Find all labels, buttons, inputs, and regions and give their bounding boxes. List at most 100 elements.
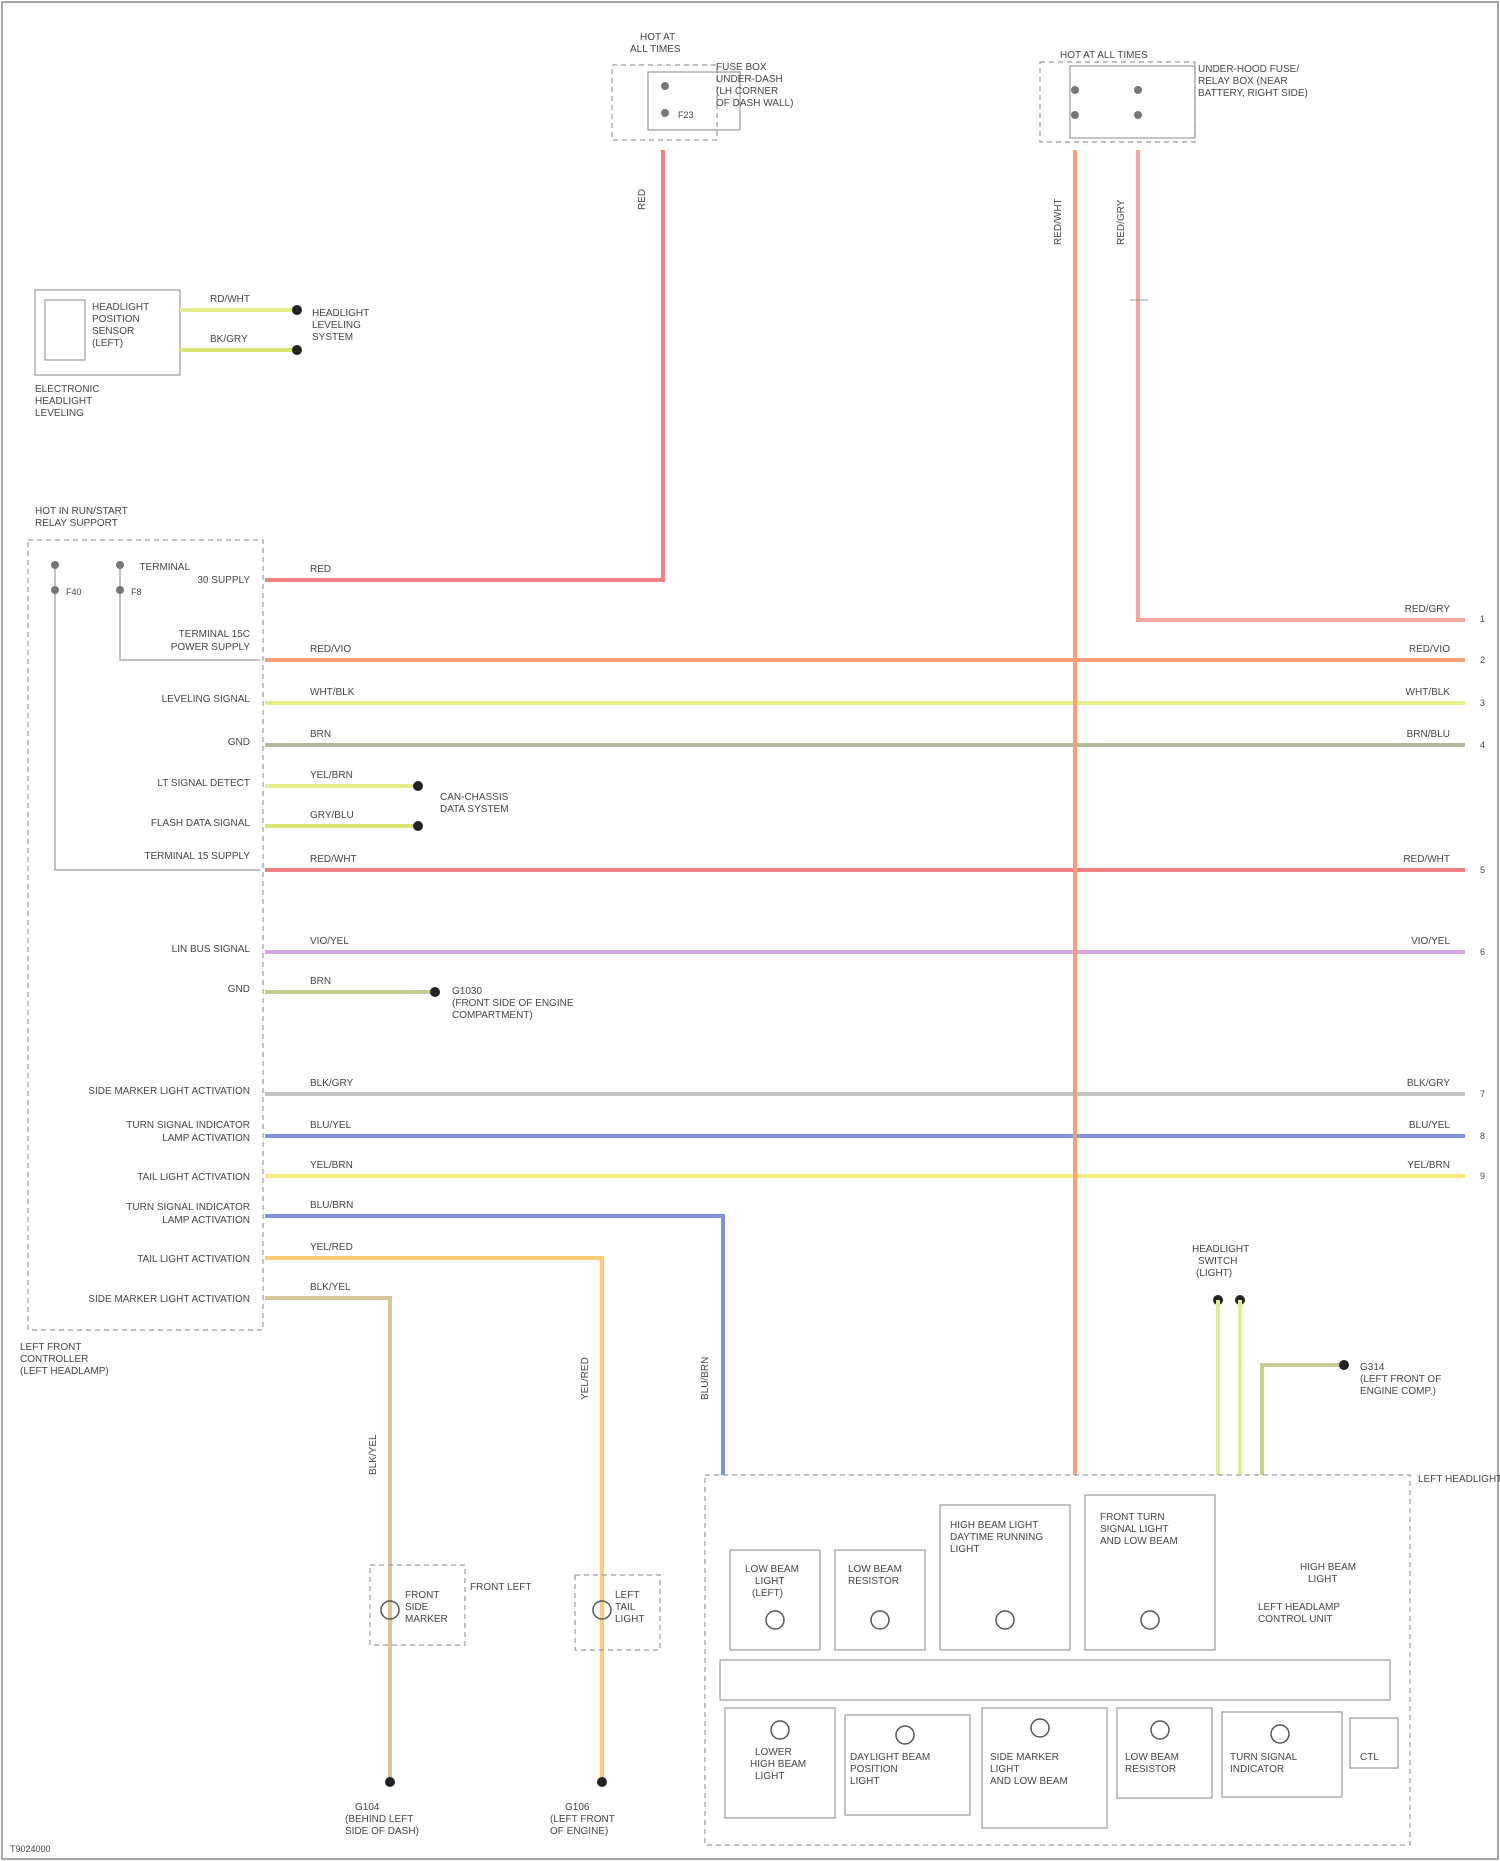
svg-text:INDICATOR: INDICATOR [1230, 1764, 1284, 1775]
svg-text:F8: F8 [131, 587, 142, 597]
svg-text:HEADLIGHT: HEADLIGHT [35, 396, 92, 407]
svg-text:SYSTEM: SYSTEM [312, 332, 353, 343]
svg-text:G106: G106 [565, 1802, 590, 1813]
left-front-controller: HOT IN RUN/START RELAY SUPPORT LEFT FRON… [20, 506, 263, 1377]
svg-text:BLK/YEL: BLK/YEL [368, 1434, 379, 1475]
svg-text:RED/WHT: RED/WHT [1053, 198, 1064, 245]
svg-text:FRONT LEFT: FRONT LEFT [470, 1582, 531, 1593]
svg-text:LIGHT: LIGHT [990, 1764, 1019, 1775]
svg-text:SIGNAL LIGHT: SIGNAL LIGHT [1100, 1524, 1169, 1535]
svg-text:SIDE MARKER: SIDE MARKER [990, 1752, 1059, 1763]
fuse-right-box-1: UNDER-HOOD FUSE/ [1198, 64, 1299, 75]
svg-text:RESISTOR: RESISTOR [1125, 1764, 1176, 1775]
fuse-left-box-1: FUSE BOX [716, 62, 767, 73]
svg-text:SENSOR: SENSOR [92, 326, 134, 337]
svg-text:CTL: CTL [1360, 1752, 1379, 1763]
svg-text:RED/GRY: RED/GRY [1405, 604, 1451, 615]
svg-text:POSITION: POSITION [850, 1764, 898, 1775]
svg-text:TURN SIGNAL INDICATOR: TURN SIGNAL INDICATOR [126, 1202, 250, 1213]
svg-text:TERMINAL 15 SUPPLY: TERMINAL 15 SUPPLY [144, 851, 250, 862]
svg-text:AND LOW BEAM: AND LOW BEAM [1100, 1536, 1178, 1547]
svg-text:DAYLIGHT BEAM: DAYLIGHT BEAM [850, 1752, 930, 1763]
svg-text:LEFT HEADLAMP: LEFT HEADLAMP [1258, 1602, 1340, 1613]
svg-text:RED: RED [310, 564, 331, 575]
svg-text:LIGHT: LIGHT [755, 1771, 784, 1782]
svg-text:ENGINE COMP.): ENGINE COMP.) [1360, 1386, 1436, 1397]
fuse-right-box-2: RELAY BOX (NEAR [1198, 76, 1288, 87]
svg-text:YEL/BRN: YEL/BRN [310, 1160, 353, 1171]
svg-text:HEADLIGHT: HEADLIGHT [92, 302, 149, 313]
svg-text:(LEFT FRONT OF: (LEFT FRONT OF [1360, 1374, 1441, 1385]
svg-text:OF ENGINE): OF ENGINE) [550, 1826, 608, 1837]
svg-text:G1030: G1030 [452, 986, 482, 997]
svg-text:SIDE OF DASH): SIDE OF DASH) [345, 1826, 419, 1837]
svg-text:3: 3 [1480, 698, 1485, 708]
svg-text:LIGHT: LIGHT [950, 1544, 979, 1555]
svg-text:8: 8 [1480, 1131, 1485, 1141]
svg-text:LOW BEAM: LOW BEAM [745, 1564, 799, 1575]
fuse-left-box-3: (LH CORNER [716, 86, 778, 97]
svg-text:(LEFT HEADLAMP): (LEFT HEADLAMP) [20, 1366, 109, 1377]
svg-text:GRY/BLU: GRY/BLU [310, 810, 354, 821]
svg-text:LIGHT: LIGHT [755, 1576, 784, 1587]
svg-text:BRN: BRN [310, 729, 331, 740]
svg-text:LIN BUS SIGNAL: LIN BUS SIGNAL [172, 944, 251, 955]
svg-text:BLK/GRY: BLK/GRY [310, 1078, 353, 1089]
svg-text:HIGH BEAM: HIGH BEAM [750, 1759, 806, 1770]
svg-text:HIGH BEAM: HIGH BEAM [1300, 1562, 1356, 1573]
svg-text:LIGHT: LIGHT [1308, 1574, 1337, 1585]
svg-text:LEVELING: LEVELING [35, 408, 84, 419]
svg-text:BLK/GRY: BLK/GRY [1407, 1078, 1450, 1089]
svg-text:BLU/YEL: BLU/YEL [310, 1120, 352, 1131]
svg-text:2: 2 [1480, 655, 1485, 665]
svg-text:AND LOW BEAM: AND LOW BEAM [990, 1776, 1068, 1787]
svg-text:TAIL LIGHT ACTIVATION: TAIL LIGHT ACTIVATION [137, 1254, 250, 1265]
svg-text:HEADLIGHT: HEADLIGHT [1192, 1244, 1249, 1255]
fuse-box-underhood: HOT AT ALL TIMES UNDER-HOOD FUSE/ RELAY … [1040, 50, 1308, 142]
svg-text:HIGH BEAM LIGHT: HIGH BEAM LIGHT [950, 1520, 1038, 1531]
svg-text:TERMINAL: TERMINAL [139, 562, 190, 573]
svg-text:SIDE MARKER LIGHT ACTIVATION: SIDE MARKER LIGHT ACTIVATION [88, 1086, 250, 1097]
footer-code: T9024000 [10, 1844, 51, 1854]
headlight-switch: HEADLIGHT SWITCH (LIGHT) G314 (LEFT FRON… [1192, 1244, 1441, 1475]
svg-text:FRONT: FRONT [405, 1590, 439, 1601]
svg-text:POWER SUPPLY: POWER SUPPLY [171, 642, 251, 653]
svg-text:RED/WHT: RED/WHT [310, 854, 357, 865]
tail-lamp: LEFT TAIL LIGHT G106 (LEFT FRONT OF ENGI… [550, 1575, 660, 1837]
svg-text:LOWER: LOWER [755, 1747, 792, 1758]
svg-text:RD/WHT: RD/WHT [210, 294, 250, 305]
svg-text:FRONT TURN: FRONT TURN [1100, 1512, 1165, 1523]
svg-text:ELECTRONIC: ELECTRONIC [35, 384, 99, 395]
svg-text:(LIGHT): (LIGHT) [1196, 1268, 1232, 1279]
svg-text:DATA SYSTEM: DATA SYSTEM [440, 804, 509, 815]
svg-text:GND: GND [228, 737, 250, 748]
svg-text:30 SUPPLY: 30 SUPPLY [197, 575, 250, 586]
svg-text:(LEFT FRONT: (LEFT FRONT [550, 1814, 615, 1825]
svg-text:G314: G314 [1360, 1362, 1385, 1373]
headlight-position-sensor: HEADLIGHT POSITION SENSOR (LEFT) ELECTRO… [35, 290, 369, 419]
svg-text:RESISTOR: RESISTOR [848, 1576, 899, 1587]
svg-text:5: 5 [1480, 865, 1485, 875]
svg-text:RED/VIO: RED/VIO [310, 644, 351, 655]
fuse-left-title-1: HOT AT [640, 32, 675, 43]
svg-text:TURN SIGNAL: TURN SIGNAL [1230, 1752, 1298, 1763]
svg-text:9: 9 [1480, 1171, 1485, 1181]
svg-text:F40: F40 [66, 587, 82, 597]
svg-text:VIO/YEL: VIO/YEL [310, 936, 349, 947]
svg-text:FLASH DATA SIGNAL: FLASH DATA SIGNAL [151, 818, 251, 829]
svg-text:RED/VIO: RED/VIO [1409, 644, 1450, 655]
svg-text:LEVELING SIGNAL: LEVELING SIGNAL [162, 694, 251, 705]
fuse-left-title-2: ALL TIMES [630, 44, 681, 55]
svg-text:LIGHT: LIGHT [850, 1776, 879, 1787]
svg-text:(BEHIND LEFT: (BEHIND LEFT [345, 1814, 413, 1825]
svg-text:SIDE: SIDE [405, 1602, 429, 1613]
svg-text:TAIL: TAIL [615, 1602, 636, 1613]
fuse-right-title: HOT AT ALL TIMES [1060, 50, 1148, 61]
svg-text:7: 7 [1480, 1089, 1485, 1099]
svg-text:BRN/BLU: BRN/BLU [1407, 729, 1450, 740]
fuse-left-pin: F23 [678, 110, 694, 120]
svg-text:CONTROLLER: CONTROLLER [20, 1354, 88, 1365]
svg-text:LEFT FRONT: LEFT FRONT [20, 1342, 81, 1353]
